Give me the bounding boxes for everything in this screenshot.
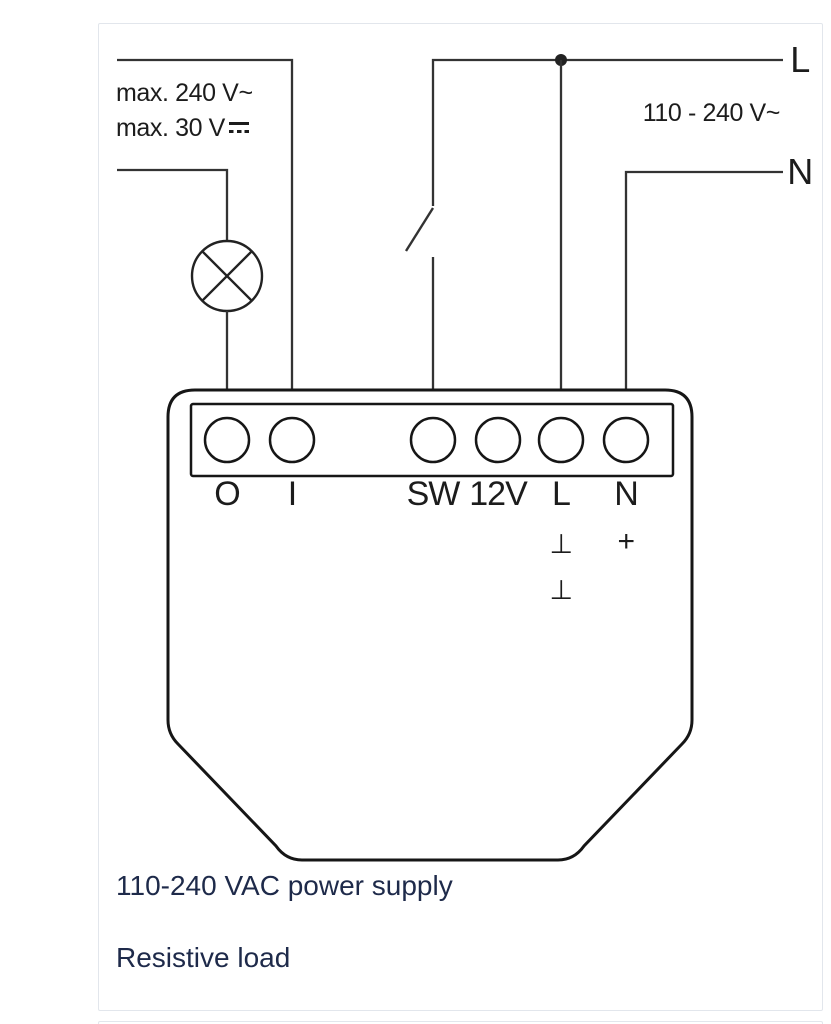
mains-neutral-label: N	[787, 151, 813, 192]
terminal-label-12v: 12V	[469, 475, 528, 513]
terminal-label-i: I	[287, 475, 297, 513]
supply-voltage-label: 110 - 240 V~	[642, 99, 781, 127]
l-ground-symbol-bottom: ⊥	[549, 575, 573, 605]
caption-load-type: Resistive load	[116, 942, 291, 973]
terminal-label-n: N	[614, 475, 639, 513]
caption-power-supply: 110-240 VAC power supply	[116, 870, 453, 901]
terminal-label-o: O	[214, 475, 240, 513]
dc-symbol-icon	[228, 121, 249, 134]
diagram-card	[98, 23, 823, 1011]
load-dc-rating-text: max. 30 V	[116, 114, 225, 142]
terminal-label-sw: SW	[406, 475, 461, 513]
terminal-label-l: L	[552, 475, 571, 513]
load-dc-rating: max. 30 V	[116, 116, 249, 141]
l-ground-symbol-top: ⊥	[549, 529, 573, 559]
mains-live-label: L	[790, 39, 810, 80]
load-ac-rating: max. 240 V~	[116, 79, 253, 107]
n-plus-symbol: +	[617, 525, 635, 558]
next-card-top-edge	[98, 1021, 823, 1024]
